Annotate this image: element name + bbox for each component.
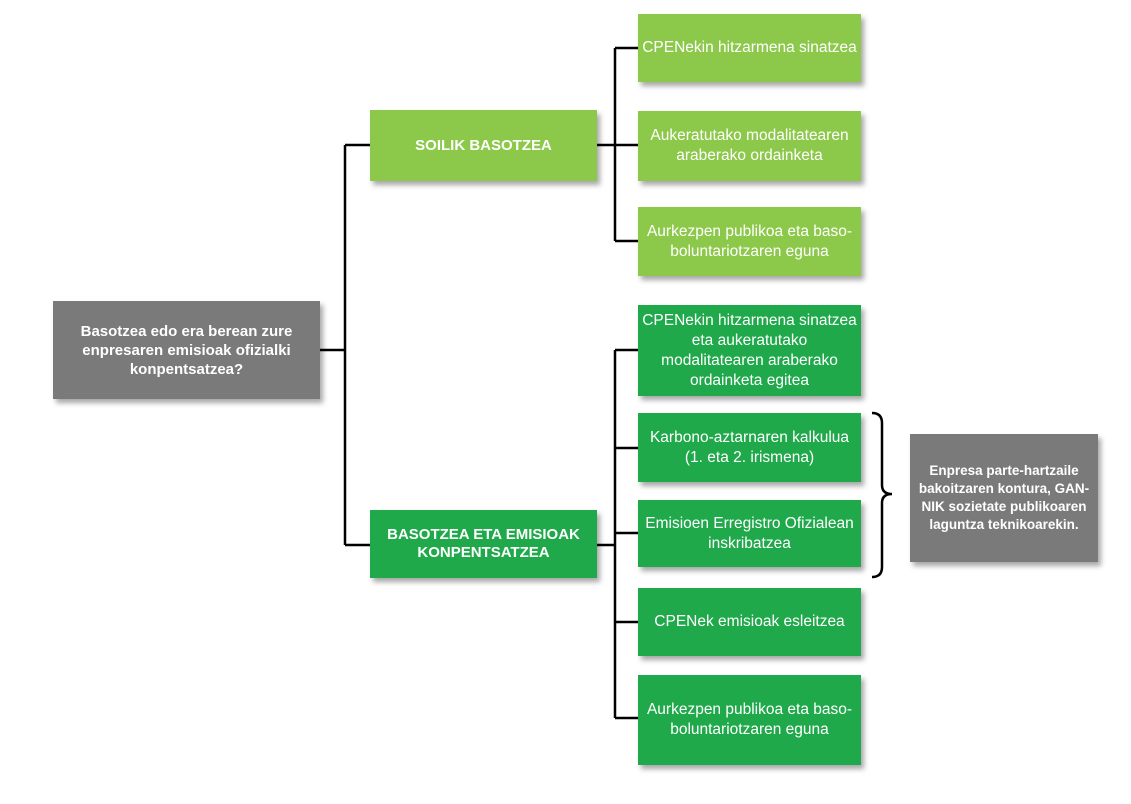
step-box: Aurkezpen publikoa eta baso-boluntariotz… <box>638 675 861 765</box>
step-box: CPENek emisioak esleitzea <box>638 588 861 656</box>
branch-soilik-basotzea: SOILIK BASOTZEA <box>370 110 597 181</box>
step-box: CPENekin hitzarmena sinatzea <box>638 14 861 82</box>
step-text: Aukeratutako modalitatearen araberako or… <box>650 127 849 164</box>
step-box: Emisioen Erregistro Ofizialean inskribat… <box>638 500 861 567</box>
step-text: CPENekin hitzarmena sinatzea <box>642 39 857 56</box>
branch-basotzea-eta-emisioak: BASOTZEA ETA EMISIOAK KONPENTSATZEA <box>370 510 597 578</box>
branch-label: BASOTZEA ETA EMISIOAK KONPENTSATZEA <box>387 526 580 561</box>
step-box: Aurkezpen publikoa eta baso-boluntariotz… <box>638 207 861 276</box>
step-text: CPENek emisioak esleitzea <box>654 613 845 630</box>
step-text: CPENekin hitzarmena sinatzea eta aukerat… <box>642 311 857 389</box>
step-text: Emisioen Erregistro Ofizialean inskribat… <box>645 514 854 552</box>
step-text: Karbono-aztarnaren kalkulua (1. eta 2. i… <box>649 428 850 466</box>
branch-label: SOILIK BASOTZEA <box>415 136 552 154</box>
step-text: Aurkezpen publikoa eta baso-boluntariotz… <box>646 222 853 260</box>
step-box: CPENekin hitzarmena sinatzea eta aukerat… <box>638 305 861 396</box>
step-text: Aurkezpen publikoa eta baso-boluntariotz… <box>646 701 853 738</box>
step-box: Aukeratutako modalitatearen araberako or… <box>638 111 861 181</box>
step-box: Karbono-aztarnaren kalkulua (1. eta 2. i… <box>638 413 861 482</box>
support-note-box: Enpresa parte-hartzaile bakoitzaren kont… <box>910 434 1098 562</box>
root-question-text: Basotzea edo era berean zure enpresaren … <box>80 322 293 378</box>
support-note-text: Enpresa parte-hartzaile bakoitzaren kont… <box>918 463 1090 532</box>
root-question-box: Basotzea edo era berean zure enpresaren … <box>53 301 320 399</box>
